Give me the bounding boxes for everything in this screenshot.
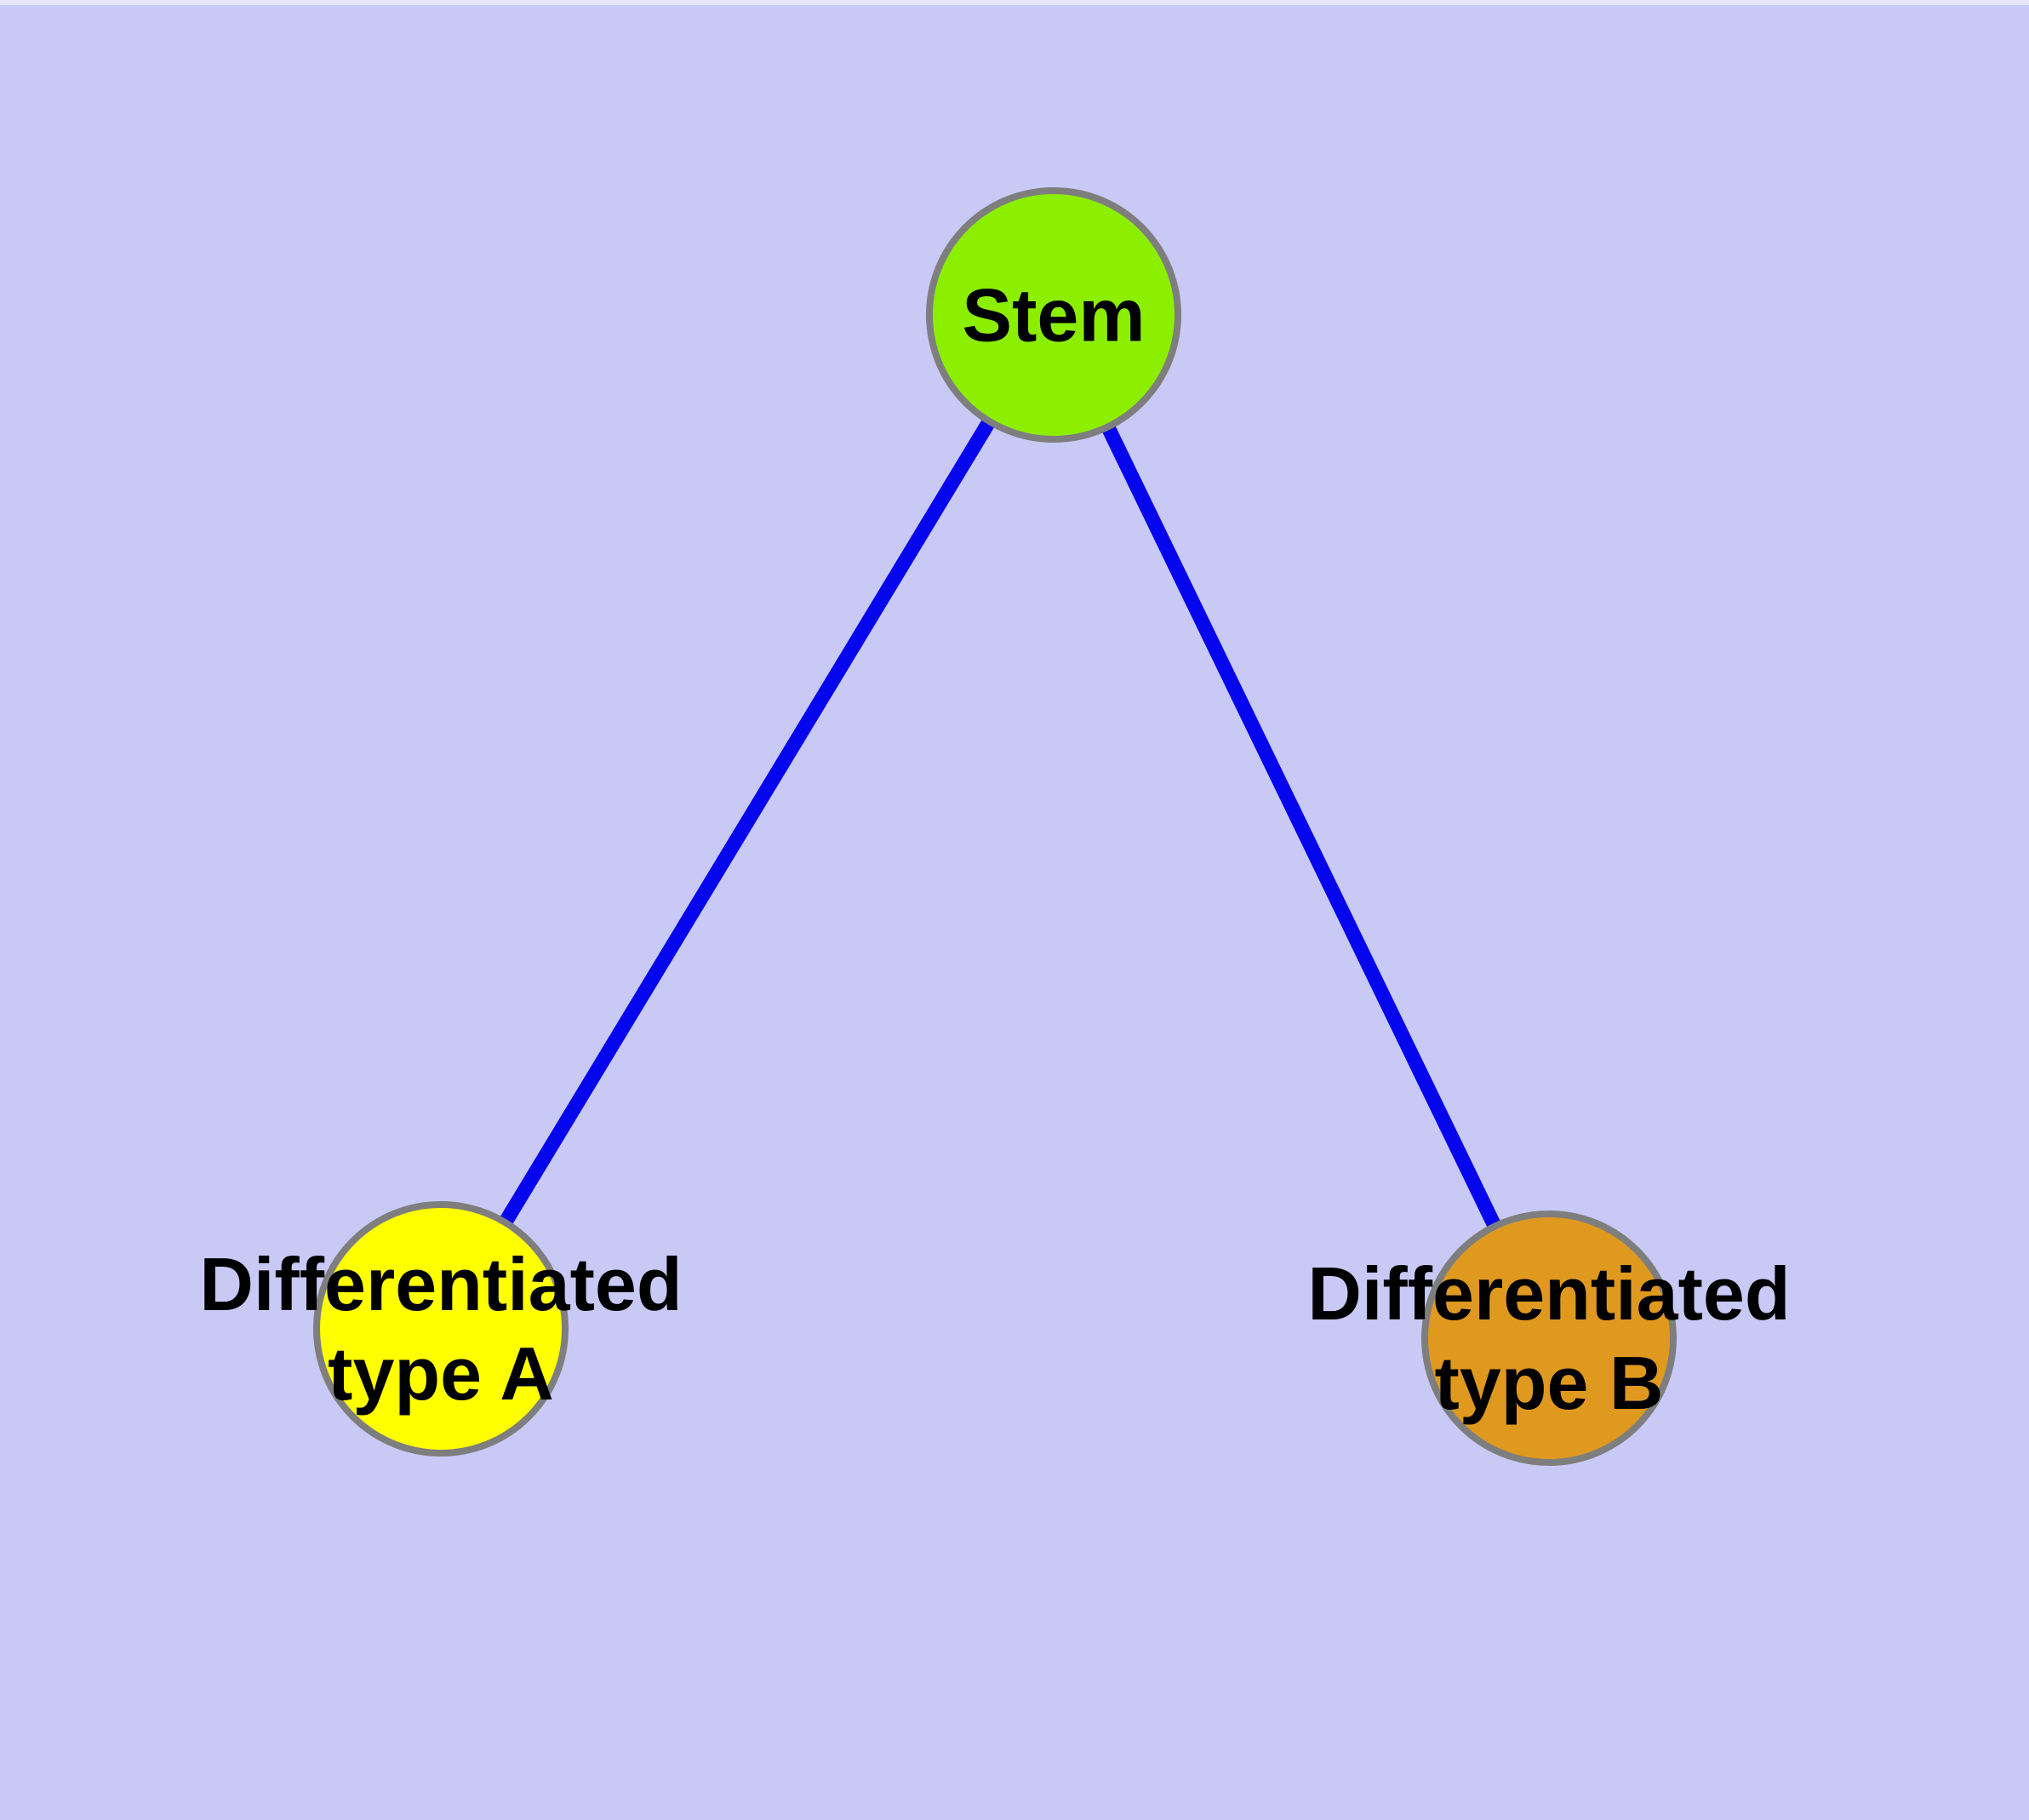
- node-type-a-label: Differentiated type A: [199, 1242, 683, 1416]
- node-type-a-circle: [313, 1201, 569, 1457]
- node-type-b-circle: [1421, 1210, 1677, 1466]
- edge-stem-to-type-b: [1047, 312, 1556, 1342]
- edge-stem-to-type-a: [434, 311, 1060, 1333]
- node-stem-label: Stem: [962, 272, 1146, 358]
- node-stem-circle: [926, 187, 1181, 443]
- node-type-b-label: Differentiated type B: [1307, 1251, 1791, 1425]
- top-margin-strip: [0, 0, 2029, 5]
